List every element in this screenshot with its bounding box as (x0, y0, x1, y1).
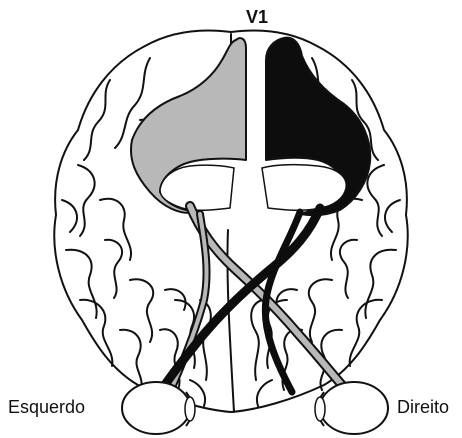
left-cortex-inner-gap (160, 165, 234, 210)
right-pathway (160, 208, 320, 392)
left-eye-label: Esquerdo (8, 397, 85, 418)
right-eye-label: Direito (397, 397, 449, 418)
left-eye (122, 382, 195, 434)
right-cortex-inner-gap (262, 165, 346, 211)
right-eye (315, 382, 388, 434)
v1-label: V1 (246, 7, 268, 28)
